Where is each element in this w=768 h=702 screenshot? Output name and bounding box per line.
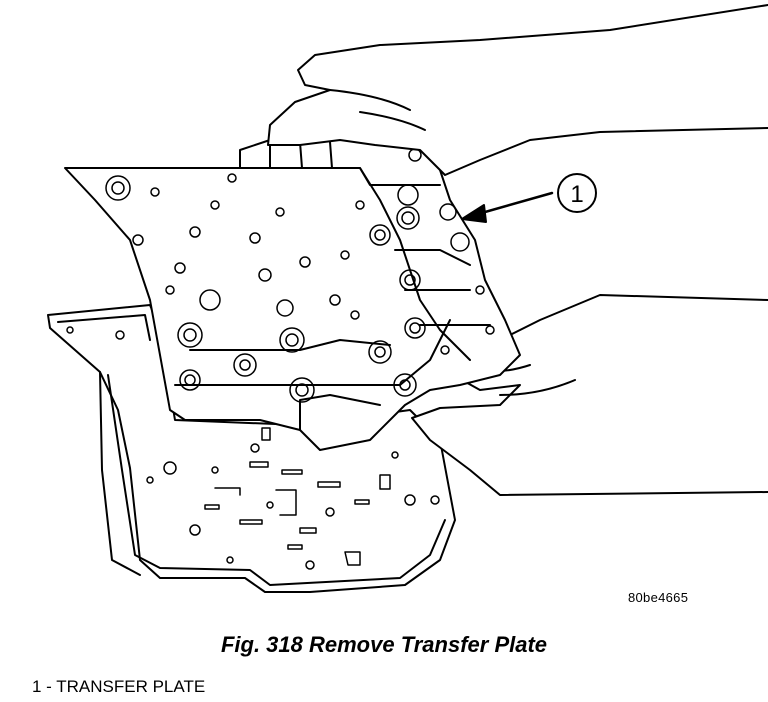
figure-caption: Fig. 318 Remove Transfer Plate <box>220 632 548 657</box>
left-hand <box>267 4 768 176</box>
legend-item-1: 1 - TRANSFER PLATE <box>32 677 206 696</box>
transfer-plate-illustration: 1 <box>47 4 768 593</box>
valve-body-lower <box>47 304 456 593</box>
callout-1 <box>557 173 597 213</box>
callout-1-number: 1 <box>570 181 583 208</box>
callout-arrow <box>461 191 554 223</box>
illustration-reference-code: 80be4665 <box>628 590 689 605</box>
